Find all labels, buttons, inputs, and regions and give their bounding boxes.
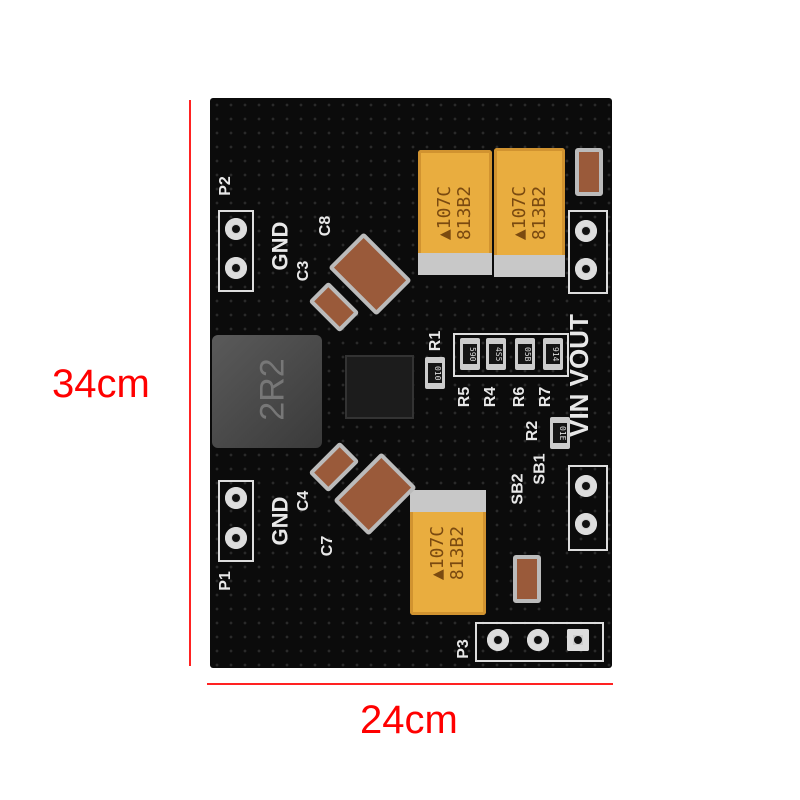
pin-pad [225, 527, 247, 549]
label-r4: R4 [482, 386, 500, 408]
ceramic-capacitor [513, 555, 541, 603]
resistor-r7: 914 [543, 338, 563, 370]
pin-pad [225, 218, 247, 240]
pin-pad [487, 629, 509, 651]
ceramic-capacitor [575, 148, 603, 196]
label-r5: R5 [456, 386, 474, 408]
pin-pad [527, 629, 549, 651]
label-p3: P3 [454, 639, 472, 659]
label-r2: R2 [524, 420, 542, 442]
header-p1 [218, 480, 254, 562]
pin-pad [567, 629, 589, 651]
label-sb1: SB1 [531, 453, 549, 485]
resistor-r5: 590 [460, 338, 480, 370]
inductor: 2R2 [212, 335, 322, 448]
resistor-r6: 05B [515, 338, 535, 370]
label-sb2: SB2 [509, 473, 527, 505]
label-r7: R7 [537, 386, 555, 408]
label-r1: R1 [427, 330, 445, 352]
label-c8: C8 [317, 215, 335, 237]
height-dimension-line [189, 100, 191, 666]
pin-pad [225, 487, 247, 509]
label-c4: C4 [295, 490, 313, 512]
pin-pad [225, 257, 247, 279]
resistor-r4: 4S5 [486, 338, 506, 370]
header-vin [568, 210, 608, 294]
width-label: 24cm [360, 698, 458, 742]
header-vout [568, 465, 608, 551]
label-c3: C3 [295, 260, 313, 282]
label-p2: P2 [216, 176, 234, 196]
pin-pad [575, 220, 597, 242]
ic-chip [345, 355, 414, 419]
label-c7: C7 [319, 535, 337, 557]
pin-pad [575, 475, 597, 497]
label-gnd-bottom: GND [267, 496, 293, 546]
height-label: 34cm [52, 362, 150, 406]
label-gnd-top: GND [267, 221, 293, 271]
label-p1: P1 [216, 571, 234, 591]
pin-pad [575, 513, 597, 535]
header-p3 [475, 622, 604, 662]
label-r6: R6 [511, 386, 529, 408]
pin-pad [575, 258, 597, 280]
resistor-r2: 01E [550, 417, 570, 449]
header-p2 [218, 210, 254, 292]
width-dimension-line [207, 683, 613, 685]
inductor-label: 2R2 [253, 358, 292, 421]
resistor-box [453, 333, 569, 377]
label-vin-vout: VIN VOUT [563, 314, 594, 437]
